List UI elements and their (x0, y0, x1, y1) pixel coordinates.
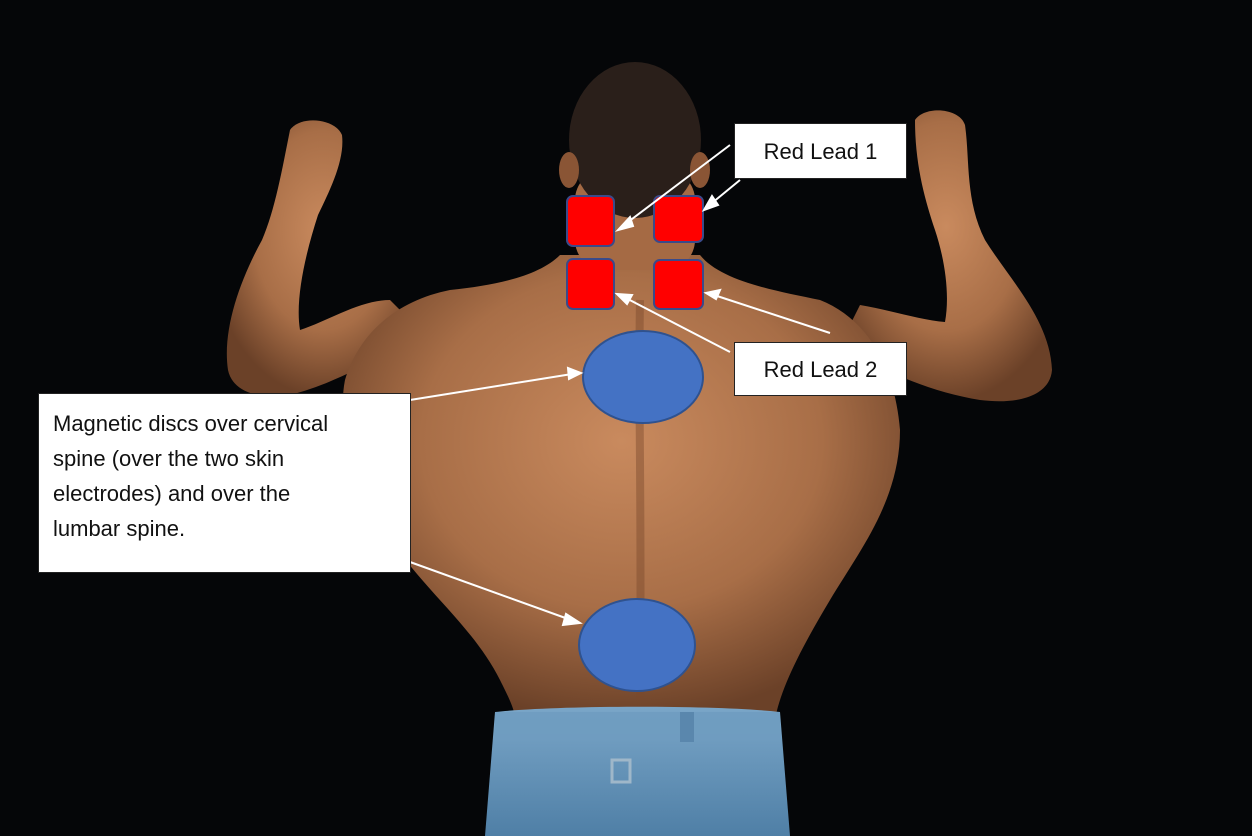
electrode-pad-bottom-right (654, 260, 703, 309)
electrode-pad-top-right (654, 196, 703, 242)
electrode-pad-top-left (567, 196, 614, 246)
right-ear (690, 152, 710, 188)
magnetic-disc-lumbar (579, 599, 695, 691)
red-lead-1-label: Red Lead 1 (734, 123, 907, 179)
jeans-waistband (495, 712, 780, 740)
left-ear (559, 152, 579, 188)
electrode-pad-bottom-left (567, 259, 614, 309)
magnetic-discs-note: Magnetic discs over cervical spine (over… (38, 393, 411, 573)
head (569, 62, 701, 218)
belt-loop (680, 712, 694, 742)
red-lead-2-label: Red Lead 2 (734, 342, 907, 396)
magnetic-disc-cervical (583, 331, 703, 423)
